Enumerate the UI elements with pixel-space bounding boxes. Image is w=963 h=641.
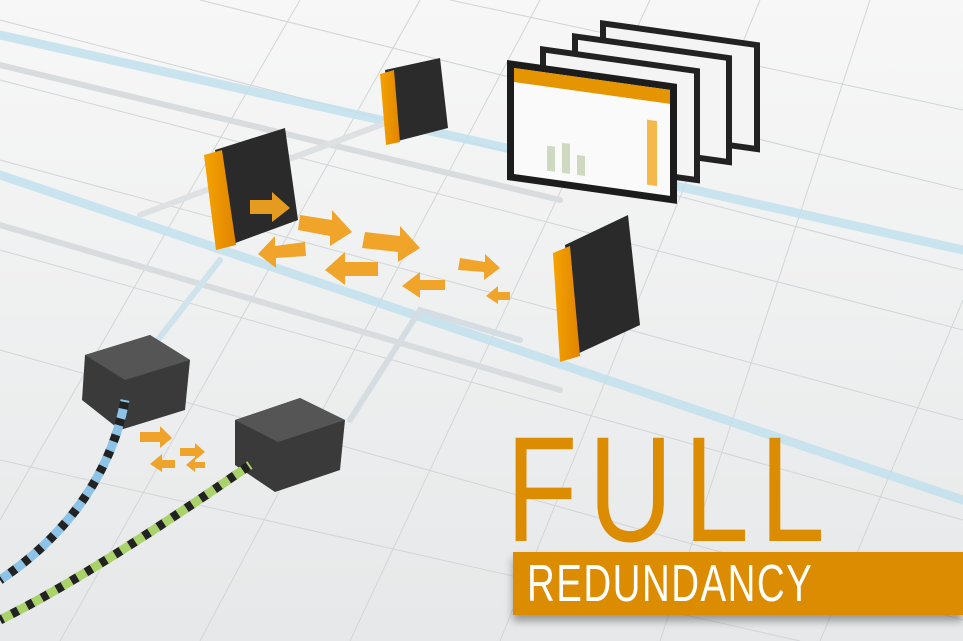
headline-banner: REDUNDANCY [513,552,963,615]
field-cables [0,399,253,625]
sync-arrows [140,192,510,472]
headline-subtitle: REDUNDANCY [527,555,814,613]
headline-title: FULL [506,405,836,573]
io-module-right [235,398,345,492]
controller-top [380,58,448,145]
io-module-left [82,335,190,430]
monitor-stack [507,20,760,204]
controller-right [553,215,640,362]
monitor-front [507,60,677,204]
